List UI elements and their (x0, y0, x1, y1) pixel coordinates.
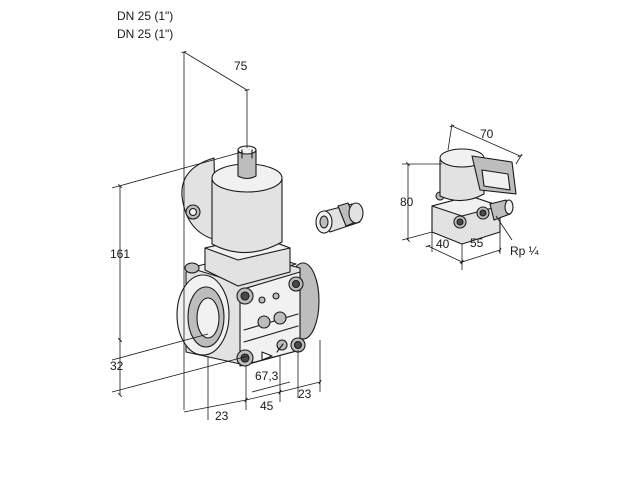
small-valve-dimensions: 70 80 40 55 Rp ¼ (400, 123, 540, 270)
dim-75-label: 75 (234, 59, 248, 73)
dim-23-bottom-label: 23 (215, 409, 229, 423)
dim-67-3-label: 67,3 (255, 369, 279, 383)
dim-45-label: 45 (260, 399, 274, 413)
dim-161-label: 161 (110, 247, 130, 261)
dim-80-label: 80 (400, 195, 414, 209)
main-valve-dimensions: 75 161 32 67,3 23 45 23 (110, 50, 322, 423)
dim-40-label: 40 (436, 237, 450, 251)
cable-gland (315, 202, 364, 234)
small-valve (431, 148, 517, 245)
dn-label-line-1: DN 25 (1") (117, 9, 173, 23)
dim-32-label: 32 (110, 359, 124, 373)
rp-quarter-label: Rp ¼ (510, 244, 540, 258)
dim-55-label: 55 (470, 236, 484, 250)
dim-70-label: 70 (480, 127, 494, 141)
dim-23-right-label: 23 (298, 387, 312, 401)
dn-label-line-2: DN 25 (1") (117, 27, 173, 41)
main-valve (176, 145, 320, 367)
